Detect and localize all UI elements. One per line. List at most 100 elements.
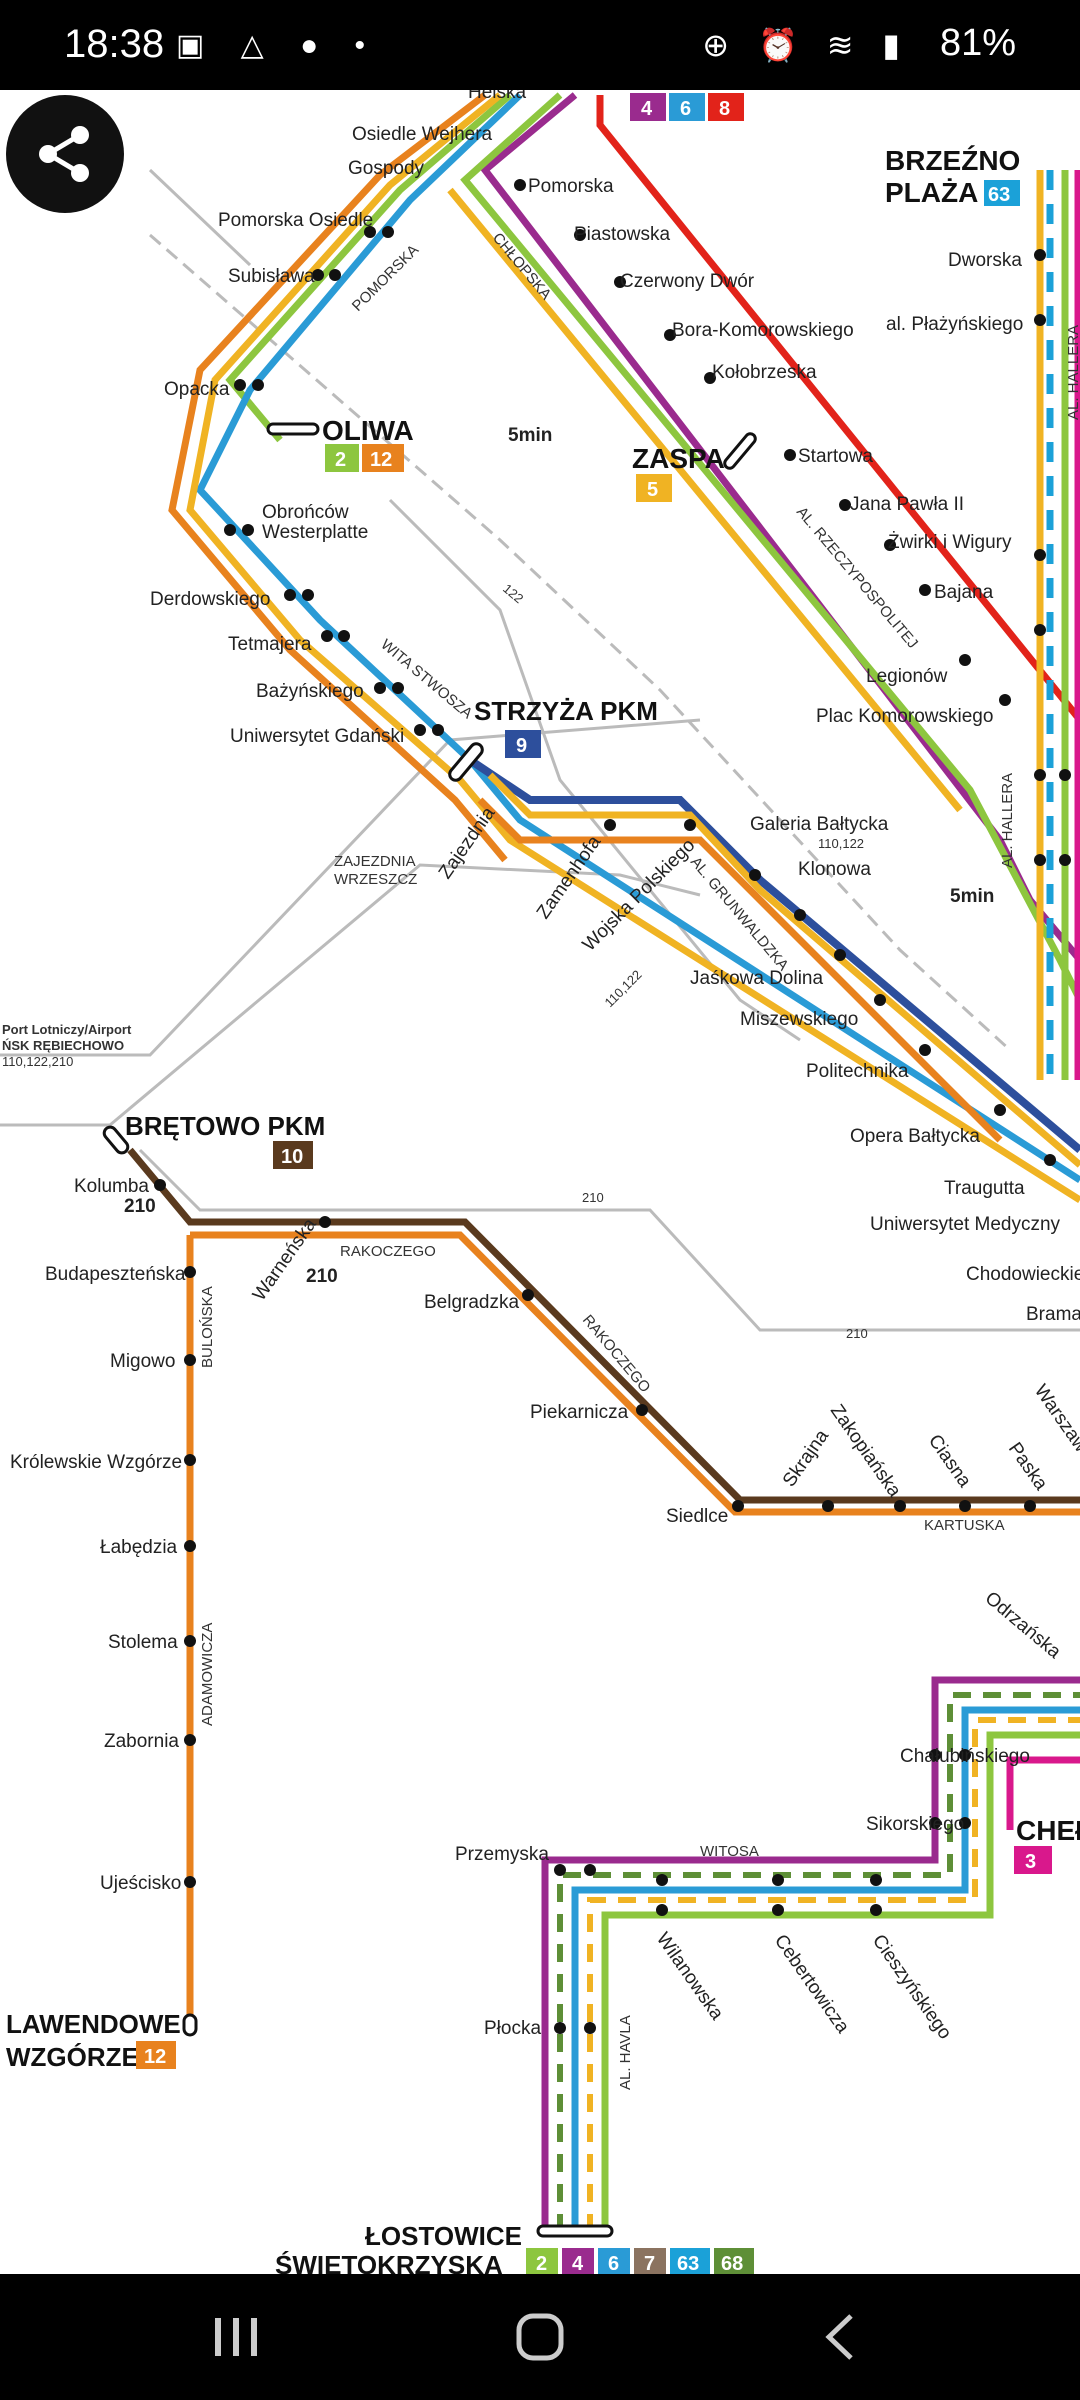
svg-text:AL. HAVLA: AL. HAVLA <box>617 2015 634 2090</box>
svg-text:4: 4 <box>572 2253 584 2274</box>
line-12-south <box>186 1231 1080 2025</box>
svg-text:Uniwersytet Medyczny: Uniwersytet Medyczny <box>870 1214 1061 1235</box>
svg-text:Warszaw: Warszaw <box>1030 1381 1080 1457</box>
svg-text:210: 210 <box>306 1266 338 1287</box>
svg-text:12: 12 <box>370 449 392 471</box>
svg-text:Klonowa: Klonowa <box>798 859 871 880</box>
grey-rail-lines <box>0 168 1080 1332</box>
line-badges: 4 6 8 2 12 5 9 10 63 12 2 4 6 7 63 68 3 <box>136 93 1052 2274</box>
svg-text:Dworska: Dworska <box>948 250 1022 271</box>
svg-text:5: 5 <box>647 479 658 501</box>
line-9 <box>467 756 1080 1154</box>
hub-lostowice-name-2: ŚWIĘTOKRZYSKA <box>275 2250 503 2274</box>
recent-apps-button[interactable] <box>196 2302 276 2372</box>
svg-text:WITOSA: WITOSA <box>700 1843 759 1860</box>
svg-text:Legionów: Legionów <box>866 666 948 687</box>
svg-text:Politechnika: Politechnika <box>806 1061 909 1082</box>
svg-text:6: 6 <box>608 2253 619 2274</box>
clock: 18:38 <box>64 22 165 66</box>
system-icons: ⊕ ⏰ ≋ ▮ <box>702 27 910 63</box>
svg-text:Pomorska Osiedle: Pomorska Osiedle <box>218 210 373 231</box>
notification-icons: ▣ △ ● • <box>176 29 380 62</box>
hub-lostowice-name-1: ŁOSTOWICE <box>365 2221 522 2251</box>
svg-text:Brama: Brama <box>1026 1304 1080 1325</box>
svg-text:Miszewskiego: Miszewskiego <box>740 1009 858 1030</box>
status-bar: 18:38 ▣ △ ● • ⊕ ⏰ ≋ ▮ 81% <box>0 0 1080 90</box>
back-button[interactable] <box>800 2302 880 2372</box>
svg-text:210: 210 <box>124 1196 156 1217</box>
svg-text:Pomorska: Pomorska <box>528 176 614 197</box>
svg-text:Warneńska: Warneńska <box>249 1214 321 1305</box>
svg-text:BULOŃSKA: BULOŃSKA <box>199 1286 216 1368</box>
svg-text:Jana Pawła II: Jana Pawła II <box>850 494 964 515</box>
line-2-west <box>225 92 513 443</box>
recent-apps-icon <box>215 2318 257 2356</box>
svg-text:AL. HALLERA: AL. HALLERA <box>1065 325 1080 420</box>
svg-text:Piastowska: Piastowska <box>574 224 671 245</box>
svg-text:Uniwersytet Gdański: Uniwersytet Gdański <box>230 726 404 747</box>
svg-text:210: 210 <box>582 1190 604 1205</box>
line-5 <box>447 187 963 813</box>
svg-text:Tetmajera: Tetmajera <box>228 634 312 655</box>
hub-bretowo-name: BRĘTOWO PKM <box>125 1111 325 1141</box>
svg-text:Żwirki i Wigury: Żwirki i Wigury <box>888 532 1012 553</box>
svg-text:Cebertowicza: Cebertowicza <box>770 1931 853 2038</box>
svg-text:Opera Bałtycka: Opera Bałtycka <box>850 1126 980 1147</box>
svg-text:Zamenhofa: Zamenhofa <box>533 832 606 923</box>
svg-text:RAKOCZEGO: RAKOCZEGO <box>579 1312 654 1396</box>
hub-chelm-name: CHEŁ <box>1016 1815 1080 1846</box>
hub-lawendowe-name-2: WZGÓRZE <box>6 2042 139 2072</box>
svg-text:Helska: Helska <box>468 90 527 103</box>
home-button[interactable] <box>500 2302 580 2372</box>
svg-text:ADAMOWICZA: ADAMOWICZA <box>199 1623 216 1726</box>
tram-map[interactable]: OLIWA ZASPA STRZYŻA PKM BRĘTOWO PKM BRZE… <box>0 90 1080 2274</box>
line-8 <box>596 95 1080 723</box>
svg-text:4: 4 <box>641 98 653 120</box>
svg-text:Stolema: Stolema <box>108 1632 178 1653</box>
line-5-mid <box>487 772 1080 1168</box>
svg-text:Chałubińskiego: Chałubińskiego <box>900 1746 1030 1767</box>
svg-text:Startowa: Startowa <box>798 446 873 467</box>
svg-text:2: 2 <box>536 2253 547 2274</box>
svg-text:110,122: 110,122 <box>818 836 864 851</box>
svg-text:Kołobrzeska: Kołobrzeska <box>712 362 817 383</box>
svg-text:110,122,210: 110,122,210 <box>2 1054 73 1069</box>
svg-text:Zakopiańska: Zakopiańska <box>826 1401 905 1502</box>
svg-text:Kolumba: Kolumba <box>74 1176 149 1197</box>
home-icon <box>516 2313 564 2361</box>
svg-text:Królewskie Wzgórze: Królewskie Wzgórze <box>10 1452 182 1473</box>
svg-text:110,122: 110,122 <box>602 967 645 1010</box>
svg-text:KARTUSKA: KARTUSKA <box>924 1517 1005 1534</box>
svg-text:Derdowskiego: Derdowskiego <box>150 589 270 610</box>
line-12-west <box>186 92 1080 1203</box>
svg-text:9: 9 <box>516 735 527 757</box>
svg-text:al. Płażyńskiego: al. Płażyńskiego <box>886 314 1023 335</box>
hub-brzezno-name-2: PLAŻA <box>885 177 978 208</box>
svg-text:RAKOCZEGO: RAKOCZEGO <box>340 1243 436 1260</box>
hub-lawendowe-name-1: LAWENDOWE <box>6 2009 181 2039</box>
back-icon <box>825 2314 853 2360</box>
navigation-bar <box>0 2274 1080 2400</box>
svg-text:CHŁOPSKA: CHŁOPSKA <box>489 230 555 304</box>
svg-text:AL. HALLERA: AL. HALLERA <box>999 773 1016 868</box>
battery-level: 81% <box>939 22 1016 64</box>
svg-text:Budapeszteńska: Budapeszteńska <box>45 1264 186 1285</box>
hub-zaspa-name: ZASPA <box>632 443 725 474</box>
stop-labels: Helska Osiedle Wejhera Gospody Pomorska … <box>2 90 1080 2043</box>
svg-text:Piekarnicza: Piekarnicza <box>530 1402 629 1423</box>
share-button[interactable] <box>6 95 124 213</box>
svg-text:Zabornia: Zabornia <box>104 1731 179 1752</box>
opera-transfer-time: 5min <box>950 886 994 907</box>
svg-text:Opacka: Opacka <box>164 379 230 400</box>
line-63-south <box>587 1717 1080 2232</box>
line-6-south <box>571 1706 1080 2232</box>
svg-text:7: 7 <box>644 2253 655 2274</box>
svg-text:Subisława: Subisława <box>228 266 315 287</box>
svg-text:Chodowieckie: Chodowieckie <box>966 1264 1080 1285</box>
line-12-mid <box>477 797 1003 1143</box>
svg-text:Migowo: Migowo <box>110 1351 175 1372</box>
svg-text:Odrzańska: Odrzańska <box>981 1588 1065 1663</box>
svg-text:63: 63 <box>677 2253 699 2274</box>
svg-text:Westerplatte: Westerplatte <box>262 522 368 543</box>
svg-text:Traugutta: Traugutta <box>944 1178 1025 1199</box>
